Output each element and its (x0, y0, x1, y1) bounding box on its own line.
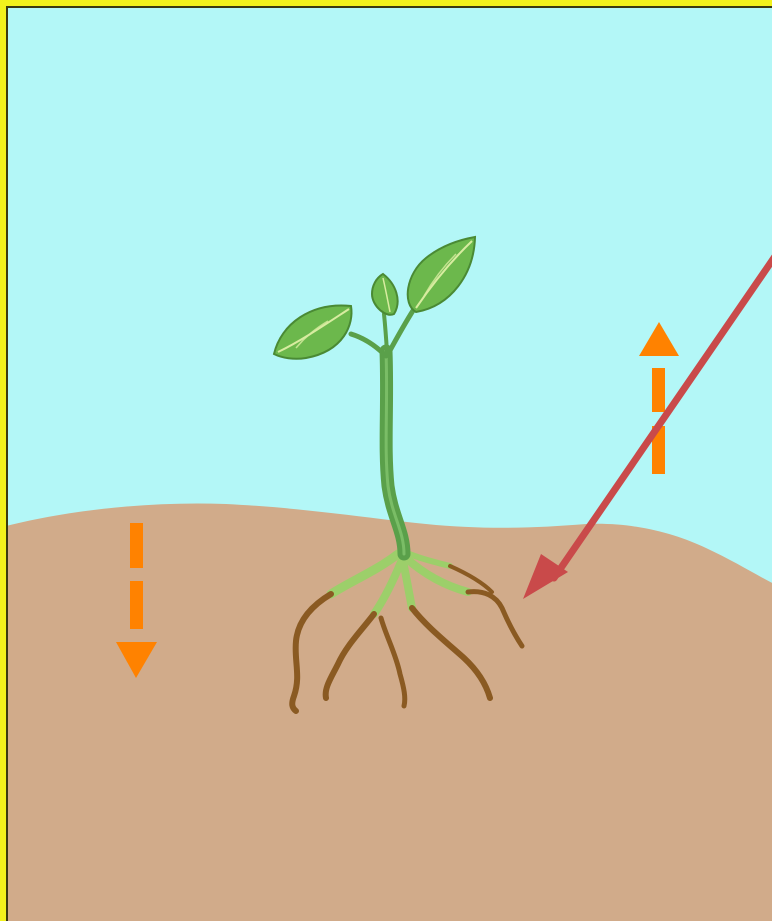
soil (6, 503, 772, 921)
seedling-diagram (6, 6, 772, 921)
